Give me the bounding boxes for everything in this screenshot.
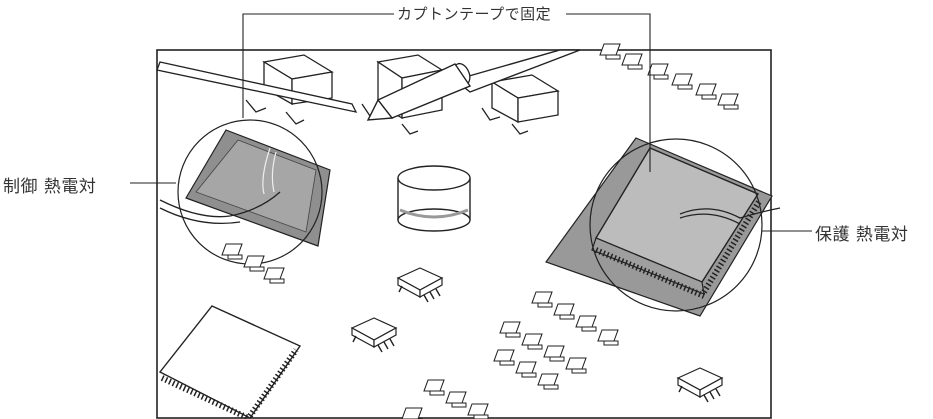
kapton-tape-callout: カプトンテープで固定 [394, 3, 555, 24]
soldering-iron [366, 49, 581, 121]
protection-thermocouple-circle [589, 138, 763, 312]
capacitor [397, 165, 471, 232]
protected-chip-zone [545, 137, 781, 317]
probe-tool [156, 61, 358, 113]
top-component-right [481, 74, 560, 135]
top-component-left [245, 54, 334, 125]
control-zone [159, 119, 331, 265]
qfp-chip-lower-left [158, 305, 302, 419]
leader-lines [130, 13, 812, 232]
protection-thermocouple-callout: 保護 熱電対 [815, 220, 909, 245]
control-thermocouple-callout: 制御 熱電対 [3, 172, 97, 197]
